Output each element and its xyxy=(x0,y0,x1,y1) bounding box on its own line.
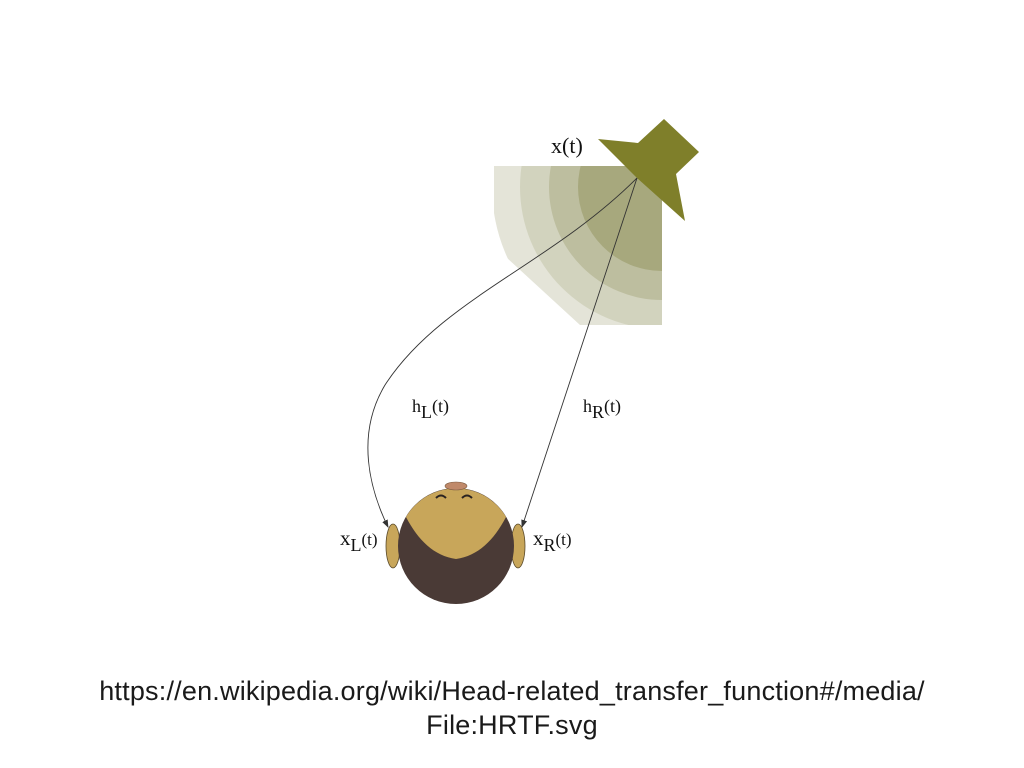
left-eye xyxy=(435,494,447,499)
right-transfer-path xyxy=(521,177,638,528)
right-ear-label: xR(t) xyxy=(533,526,572,555)
left-transfer-path xyxy=(367,177,638,528)
source-label: x(t) xyxy=(551,133,583,158)
nose xyxy=(444,481,468,491)
caption-line-1: https://en.wikipedia.org/wiki/Head-relat… xyxy=(99,676,925,706)
right-eye xyxy=(461,494,473,499)
speaker-icon xyxy=(598,119,699,221)
listener-head xyxy=(385,481,526,604)
left-path-label: hL(t) xyxy=(412,396,449,422)
face xyxy=(406,488,506,559)
right-path-label: hR(t) xyxy=(583,396,621,422)
left-ear xyxy=(385,523,401,569)
left-ear-label: xL(t) xyxy=(340,526,378,555)
caption-line-2: File:HRTF.svg xyxy=(426,710,598,740)
source-caption: https://en.wikipedia.org/wiki/Head-relat… xyxy=(0,674,1024,742)
